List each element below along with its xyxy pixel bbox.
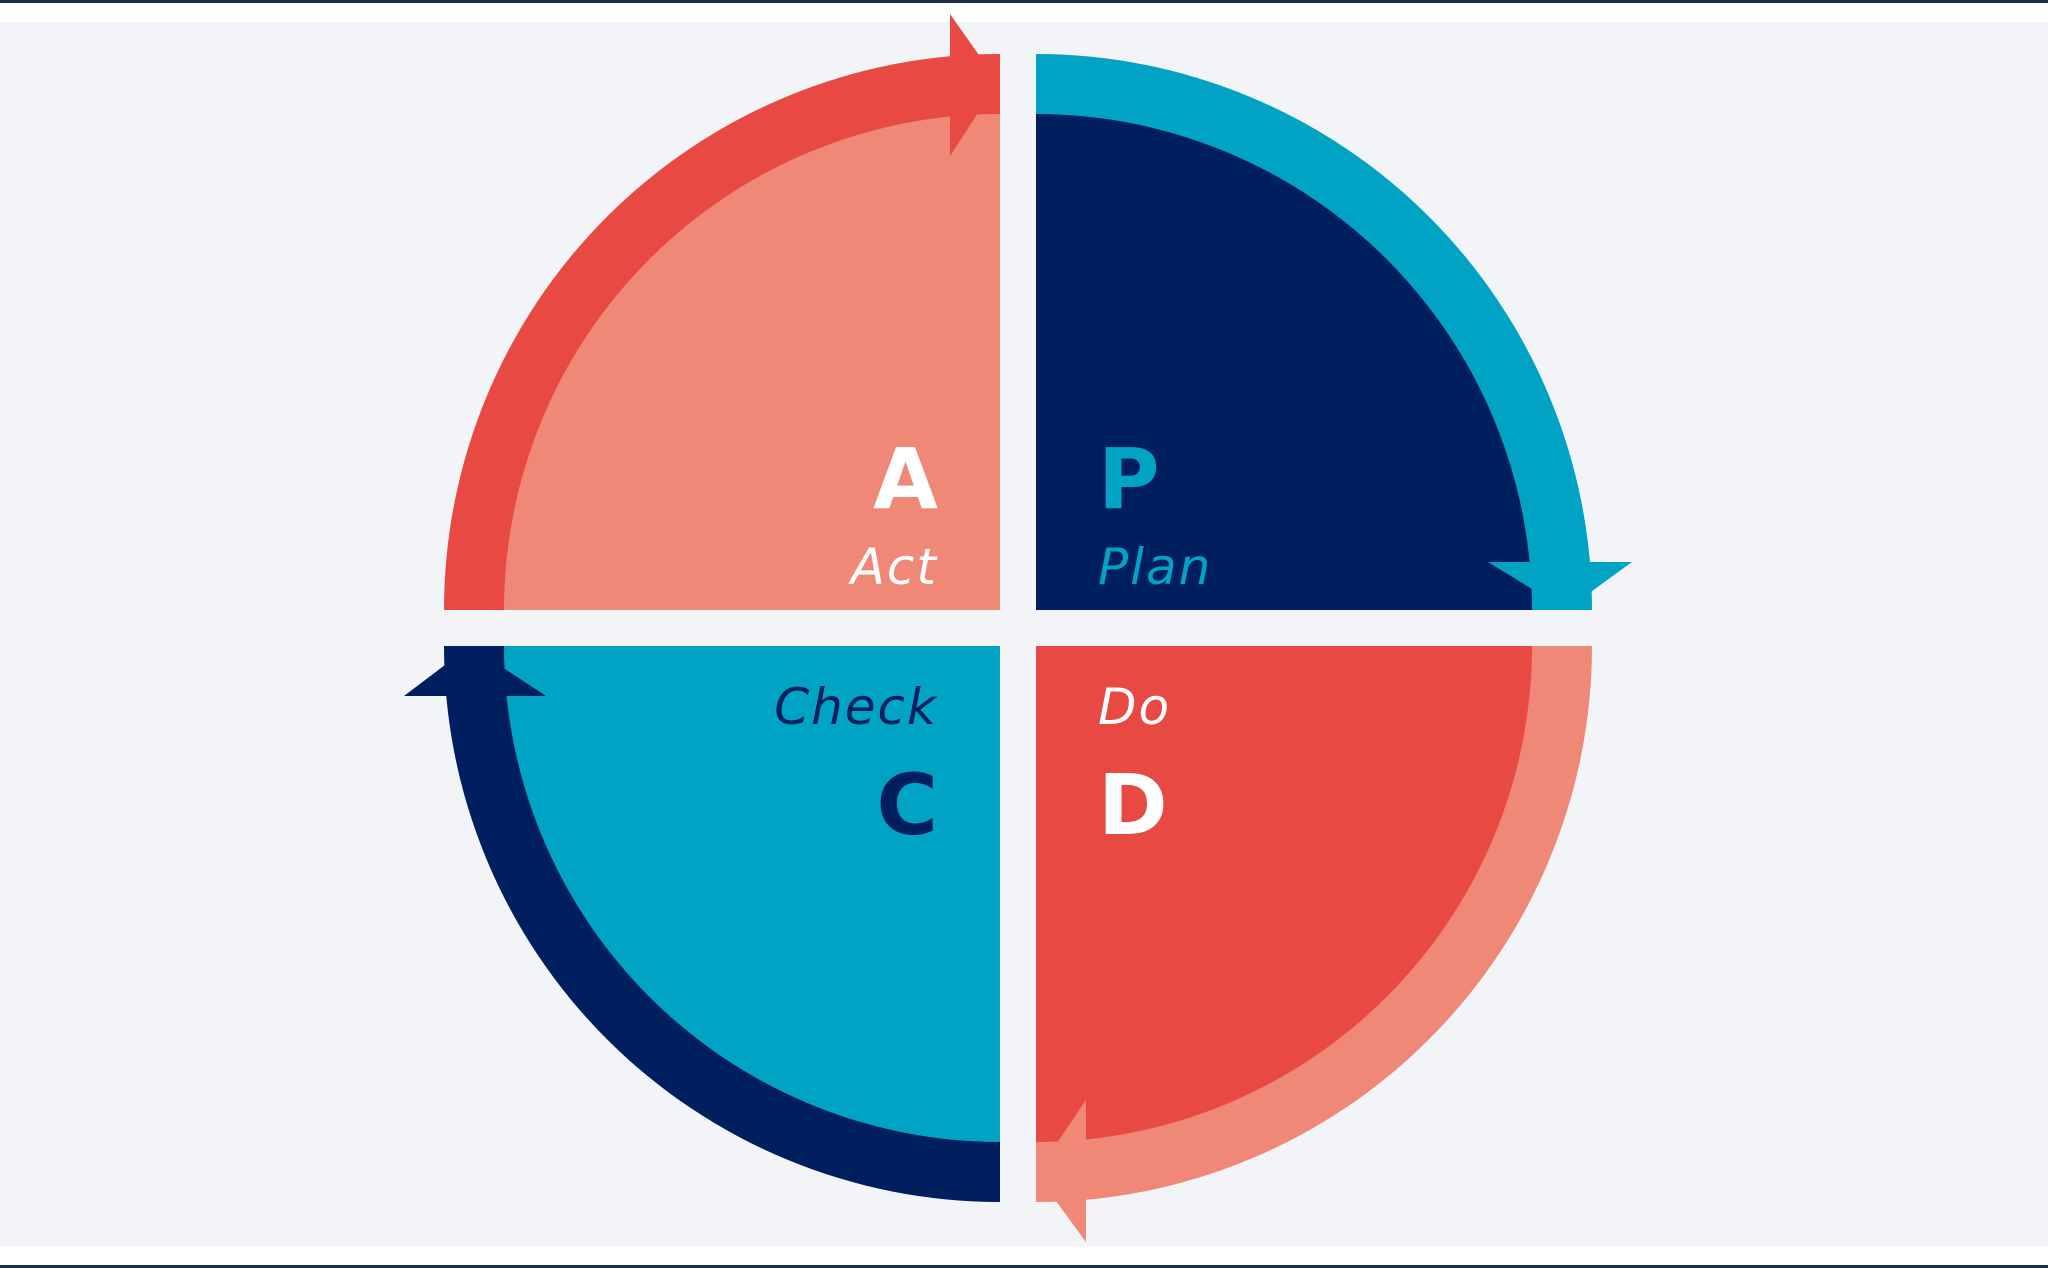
plan-letter: P bbox=[1098, 430, 1160, 528]
quadrant-plan: P Plan bbox=[1036, 54, 1632, 610]
do-label: Do bbox=[1098, 678, 1171, 736]
act-inner-fill bbox=[504, 114, 1000, 610]
diagram-background bbox=[0, 22, 2048, 1246]
do-arrowhead bbox=[1036, 1100, 1086, 1242]
plan-inner-fill bbox=[1036, 114, 1532, 610]
do-letter: D bbox=[1098, 756, 1168, 854]
quadrant-check: Check C bbox=[404, 646, 1000, 1202]
frame-border-top bbox=[0, 0, 2048, 3]
plan-label: Plan bbox=[1098, 538, 1212, 596]
frame-border-bottom bbox=[0, 1265, 2048, 1268]
check-letter: C bbox=[876, 756, 938, 854]
check-inner-fill bbox=[504, 646, 1000, 1142]
act-arrowhead bbox=[950, 14, 998, 156]
quadrant-do: Do D bbox=[1036, 646, 1592, 1242]
act-letter: A bbox=[873, 430, 938, 528]
act-label: Act bbox=[848, 538, 939, 596]
quadrant-act: A Act bbox=[444, 14, 1000, 610]
do-inner-fill bbox=[1036, 646, 1532, 1142]
plan-arrowhead bbox=[1488, 562, 1632, 610]
check-arrowhead bbox=[404, 646, 546, 696]
check-label: Check bbox=[774, 678, 938, 736]
